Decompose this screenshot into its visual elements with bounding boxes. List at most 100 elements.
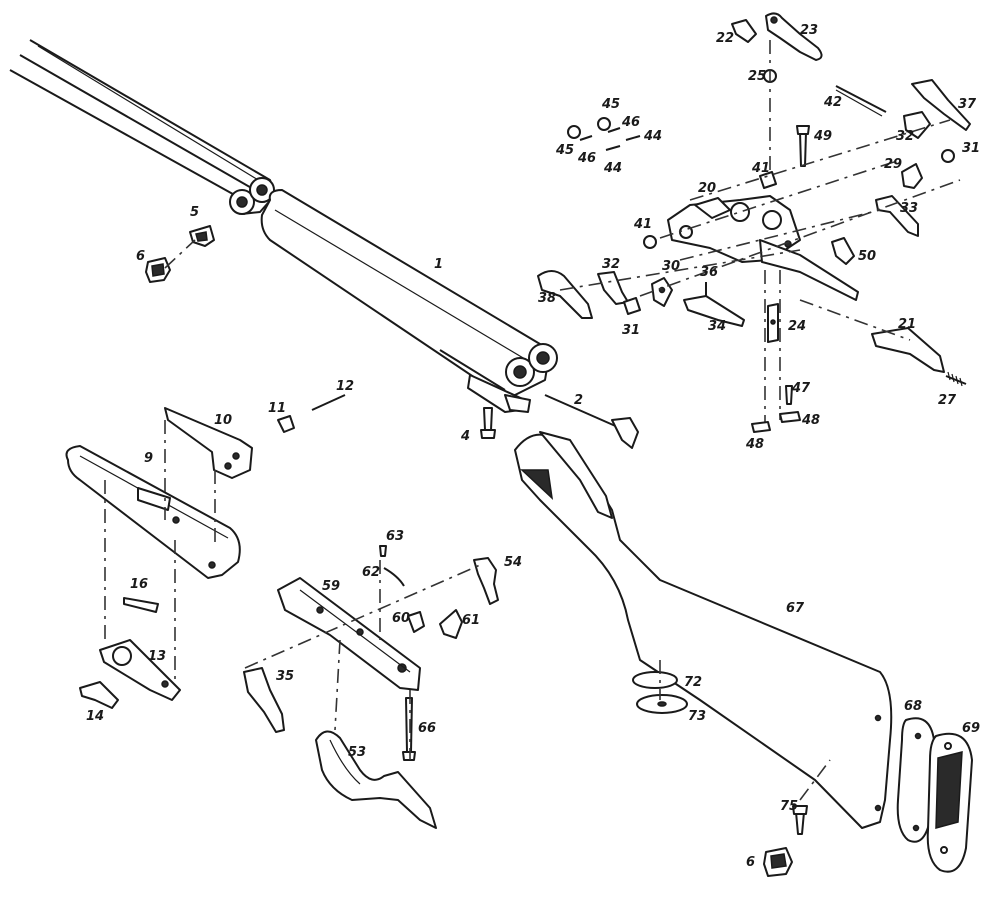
- part-4-screw: [480, 407, 496, 439]
- part-10-bracket: [164, 407, 253, 479]
- label-30: 30: [662, 259, 680, 274]
- part-52-lever: [597, 271, 629, 305]
- label-1: 1: [434, 257, 443, 272]
- label-11: 11: [268, 401, 286, 416]
- part-48-nut-right: [779, 411, 801, 423]
- part-6-cap-bottom: [763, 847, 793, 877]
- label-35: 35: [276, 669, 294, 684]
- part-68-spacer: [896, 717, 935, 843]
- label-41-left: 41: [633, 217, 652, 232]
- part-47-screw: [785, 385, 793, 405]
- part-34-plate: [683, 295, 745, 327]
- label-24: 24: [788, 319, 806, 334]
- part-48-nut-left: [751, 421, 771, 433]
- part-46-pin-left: [579, 135, 593, 141]
- label-48-right: 48: [801, 413, 820, 428]
- label-53: 53: [348, 745, 366, 760]
- part-66-screw: [402, 697, 416, 761]
- part-9-forend: [65, 445, 241, 579]
- part-23-hammer: [765, 12, 823, 61]
- label-50: 50: [858, 249, 876, 264]
- label-48-left: 48: [745, 437, 764, 452]
- part-31-nut-right: [941, 149, 955, 163]
- label-27: 27: [938, 393, 957, 408]
- part-labels: 1 2 4 5 6 6 9 10 11 12 13 14 16 20 21 22…: [86, 23, 980, 870]
- part-41-nut-left: [643, 235, 657, 249]
- part-45-screw-top: [597, 117, 611, 131]
- label-54: 54: [504, 555, 522, 570]
- label-37: 37: [958, 97, 977, 112]
- part-61-sear: [439, 609, 463, 639]
- part-72-washer: [632, 671, 678, 689]
- label-4: 4: [460, 429, 470, 444]
- label-6-bottom: 6: [746, 855, 755, 870]
- barrel-assembly-front: [260, 189, 558, 413]
- part-24-pin: [767, 303, 779, 343]
- label-46-left: 46: [577, 151, 596, 166]
- label-44-left: 44: [603, 161, 622, 176]
- label-9: 9: [144, 451, 153, 466]
- part-22-small: [731, 19, 757, 43]
- part-6-cap-top: [145, 257, 171, 283]
- label-46-top: 46: [621, 115, 640, 130]
- label-31-left: 31: [622, 323, 640, 338]
- part-31-nut-left: [623, 297, 641, 315]
- label-47: 47: [791, 381, 811, 396]
- label-42: 42: [823, 95, 842, 110]
- part-11-nut: [277, 415, 295, 433]
- label-21: 21: [898, 317, 916, 332]
- label-41-top: 41: [751, 161, 770, 176]
- part-41-nut-top: [759, 171, 777, 189]
- label-6-top: 6: [136, 249, 145, 264]
- label-73: 73: [688, 709, 706, 724]
- part-45-screw-left: [567, 125, 581, 139]
- part-32-top: [903, 111, 931, 139]
- part-21-plate: [871, 327, 945, 373]
- label-34: 34: [708, 319, 726, 334]
- part-63-screw: [379, 545, 387, 557]
- label-16: 16: [130, 577, 148, 592]
- part-49-screw: [796, 125, 810, 167]
- label-45-left: 45: [555, 143, 574, 158]
- label-66: 66: [418, 721, 436, 736]
- part-35-trigger: [243, 667, 285, 733]
- label-32-top: 32: [896, 129, 914, 144]
- part-13-plate: [99, 639, 181, 701]
- part-5-catch: [189, 225, 215, 247]
- part-69-buttplate: [926, 732, 973, 873]
- label-45-top: 45: [601, 97, 620, 112]
- part-75-screw: [792, 805, 808, 835]
- part-62-spring: [383, 567, 405, 587]
- label-10: 10: [214, 413, 232, 428]
- part-29-lever: [901, 163, 923, 189]
- label-62: 62: [362, 565, 380, 580]
- label-22: 22: [716, 31, 734, 46]
- barrel-assembly-rear: [9, 39, 276, 215]
- label-38: 38: [538, 291, 556, 306]
- label-32-left: 32: [602, 257, 620, 272]
- part-60-sear: [407, 611, 425, 633]
- label-67: 67: [786, 601, 805, 616]
- part-44-pin-right: [625, 135, 641, 141]
- part-73-washer: [636, 694, 688, 714]
- label-31-right: 31: [962, 141, 980, 156]
- label-60: 60: [392, 611, 410, 626]
- part-14-lever: [79, 681, 119, 709]
- part-37-hammer: [911, 79, 971, 131]
- part-50-sear: [831, 237, 855, 265]
- label-23: 23: [800, 23, 818, 38]
- label-33: 33: [900, 201, 918, 216]
- part-53-trigger-guard: [315, 730, 437, 829]
- label-49: 49: [813, 129, 832, 144]
- part-30-lever: [651, 277, 673, 307]
- part-44-pin-left: [605, 145, 621, 151]
- label-20: 20: [698, 181, 716, 196]
- part-2-rod: [544, 394, 639, 449]
- label-59: 59: [322, 579, 340, 594]
- part-38-hammer: [537, 270, 593, 319]
- label-29: 29: [884, 157, 902, 172]
- label-14: 14: [86, 709, 104, 724]
- label-61: 61: [462, 613, 480, 628]
- part-59-trigger-plate: [277, 577, 421, 691]
